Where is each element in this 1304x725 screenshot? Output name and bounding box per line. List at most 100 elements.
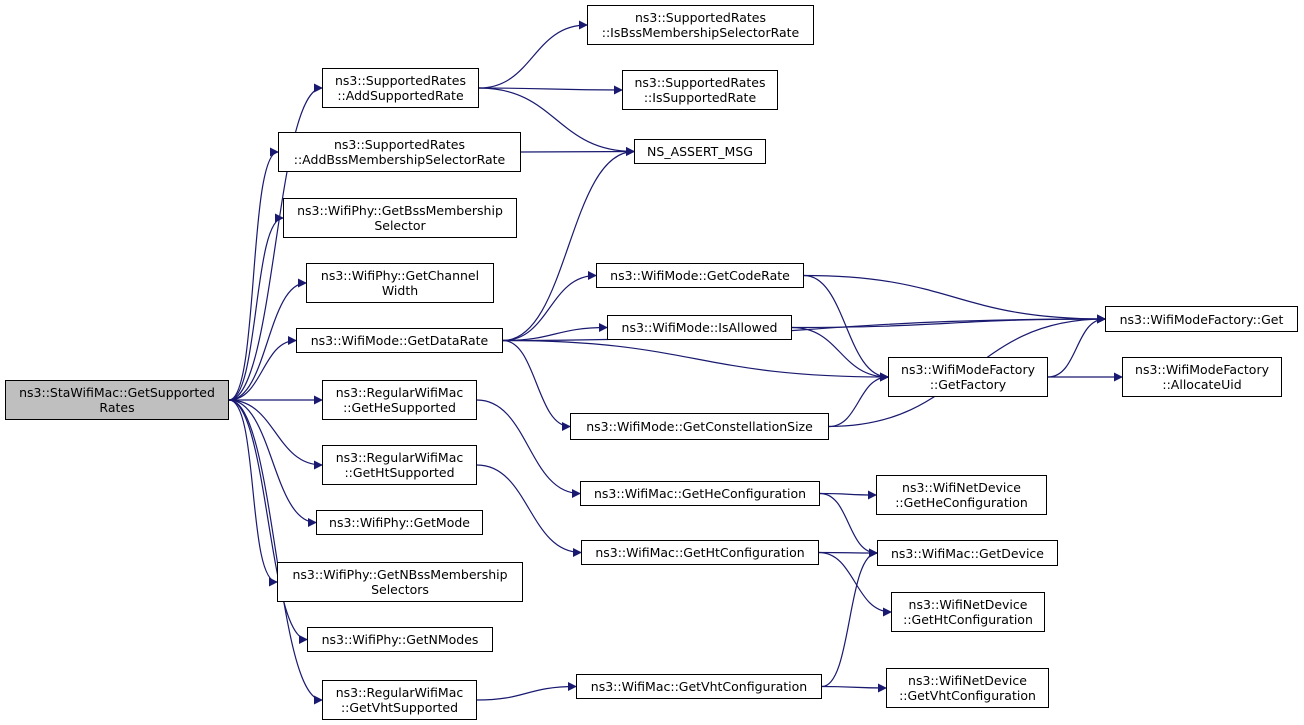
- node-label-line1: ns3::WifiMac::GetHeConfiguration: [593, 486, 807, 501]
- edge-heConf-to-getDevice: [819, 492, 878, 558]
- node-is-supported-rate[interactable]: ns3::SupportedRates ::IsSupportedRate: [622, 70, 778, 110]
- edge-addBss-to-assertMsg: [520, 147, 635, 157]
- edge-addRate-to-assertMsg: [478, 87, 635, 156]
- node-root: ns3::StaWifiMac::GetSupported Rates: [5, 380, 229, 420]
- node-is-bss-membership-selector-rate[interactable]: ns3::SupportedRates ::IsBssMembershipSel…: [587, 5, 814, 45]
- edge-dataRate-to-constSize: [502, 339, 571, 431]
- node-netdevice-get-he-configuration[interactable]: ns3::WifiNetDevice ::GetHeConfiguration: [876, 475, 1047, 515]
- edge-vhtConf-to-ndVhtConf: [821, 683, 887, 693]
- edge-root-to-getMode: [228, 399, 317, 527]
- edge-root-to-addRate: [228, 83, 323, 401]
- node-label-line1: ns3::WifiPhy::GetChannel: [320, 268, 480, 283]
- node-get-vht-configuration[interactable]: ns3::WifiMac::GetVhtConfiguration: [576, 674, 822, 699]
- edge-isAllowed-to-getFactory: [791, 326, 889, 382]
- edge-codeRate-to-getFactory: [803, 274, 889, 382]
- node-label-line1: ns3::SupportedRates: [634, 75, 766, 90]
- node-label-line1: ns3::WifiNetDevice: [908, 673, 1027, 688]
- node-label-line1: ns3::SupportedRates: [334, 73, 467, 88]
- node-label-line1: ns3::RegularWifiMac: [335, 385, 464, 400]
- node-label-line1: ns3::RegularWifiMac: [335, 685, 464, 700]
- node-label-line2: ::GetHeConfiguration: [895, 495, 1028, 510]
- edge-dataRate-to-codeRate: [502, 271, 597, 342]
- node-label-line2: ::AddSupportedRate: [337, 88, 464, 103]
- node-netdevice-get-vht-configuration[interactable]: ns3::WifiNetDevice ::GetVhtConfiguration: [886, 668, 1049, 708]
- node-get-factory[interactable]: ns3::WifiModeFactory ::GetFactory: [888, 357, 1048, 397]
- node-label-line1: ns3::RegularWifiMac: [335, 450, 464, 465]
- node-label-line1: ns3::WifiMode::GetConstellationSize: [586, 419, 813, 434]
- edge-isAllowed-to-factoryGet: [791, 314, 1106, 329]
- edge-vhtConf-to-getDevice: [821, 548, 878, 688]
- node-allocate-uid[interactable]: ns3::WifiModeFactory ::AllocateUid: [1122, 357, 1282, 397]
- node-get-n-modes[interactable]: ns3::WifiPhy::GetNModes: [307, 627, 493, 652]
- node-label-line1: ns3::WifiMac::GetVhtConfiguration: [590, 679, 808, 694]
- node-get-vht-supported[interactable]: ns3::RegularWifiMac ::GetVhtSupported: [322, 680, 477, 720]
- node-label-line1: ns3::WifiModeFactory::Get: [1119, 311, 1284, 327]
- node-label-line1: ns3::WifiModeFactory: [901, 362, 1035, 377]
- edge-vhtSup-to-vhtConf: [476, 682, 577, 701]
- node-label-line1: ns3::WifiPhy::GetMode: [329, 515, 470, 530]
- edge-constSize-to-getFactory: [828, 372, 889, 428]
- edge-root-to-nBss: [228, 399, 278, 587]
- node-get-ht-configuration[interactable]: ns3::WifiMac::GetHtConfiguration: [581, 540, 819, 565]
- node-label-line2: ::GetHtSupported: [344, 465, 455, 480]
- node-get-device[interactable]: ns3::WifiMac::GetDevice: [877, 540, 1058, 566]
- edge-root-to-htSup: [228, 399, 323, 470]
- node-label-line1: ns3::SupportedRates: [333, 137, 466, 152]
- node-label-line1: NS_ASSERT_MSG: [647, 144, 753, 159]
- node-label-line2: Rates: [99, 400, 135, 415]
- node-label-line1: ns3::WifiMode::IsAllowed: [621, 320, 778, 335]
- node-label-line1: ns3::WifiMac::GetHtConfiguration: [595, 545, 805, 560]
- node-get-data-rate[interactable]: ns3::WifiMode::GetDataRate: [296, 328, 503, 353]
- edge-codeRate-to-factoryGet: [803, 274, 1106, 324]
- edge-root-to-addBss: [228, 147, 279, 401]
- node-label-line1: ns3::WifiNetDevice: [902, 480, 1021, 495]
- node-get-he-supported[interactable]: ns3::RegularWifiMac ::GetHeSupported: [322, 380, 477, 420]
- node-label-line2: ::GetHeSupported: [343, 400, 456, 415]
- edge-root-to-nModes: [228, 399, 308, 644]
- node-get-ht-supported[interactable]: ns3::RegularWifiMac ::GetHtSupported: [322, 445, 477, 485]
- node-label-line1: ns3::WifiMode::GetCodeRate: [610, 268, 790, 283]
- node-label-line2: Selectors: [371, 582, 429, 597]
- edge-addRate-to-isBssRate: [478, 20, 588, 89]
- node-wifi-mode-factory-get[interactable]: ns3::WifiModeFactory::Get: [1105, 306, 1298, 332]
- node-label-line2: ::GetFactory: [929, 377, 1007, 392]
- node-label-line2: Selector: [374, 218, 426, 233]
- edge-root-to-chanWidth: [228, 278, 307, 401]
- node-get-n-bss-membership-selectors[interactable]: ns3::WifiPhy::GetNBssMembership Selector…: [277, 562, 523, 602]
- node-is-allowed[interactable]: ns3::WifiMode::IsAllowed: [607, 315, 792, 340]
- edge-getFactory-to-factoryGet: [1047, 314, 1106, 378]
- node-label-line1: ns3::SupportedRates: [634, 10, 767, 25]
- node-label-line2: ::GetVhtConfiguration: [899, 688, 1036, 703]
- node-label-line1: ns3::WifiPhy::GetBssMembership: [297, 203, 503, 218]
- node-get-channel-width[interactable]: ns3::WifiPhy::GetChannel Width: [306, 263, 494, 303]
- node-add-supported-rate[interactable]: ns3::SupportedRates ::AddSupportedRate: [322, 68, 479, 108]
- edge-root-to-getBssSel: [228, 213, 284, 401]
- node-ns-assert-msg[interactable]: NS_ASSERT_MSG: [634, 139, 766, 164]
- node-get-constellation-size[interactable]: ns3::WifiMode::GetConstellationSize: [570, 413, 829, 440]
- node-label-line2: ::IsBssMembershipSelectorRate: [601, 25, 800, 40]
- edge-heConf-to-ndHeConf: [819, 490, 877, 500]
- node-label-line2: ::IsSupportedRate: [643, 90, 757, 105]
- node-add-bss-membership-selector-rate[interactable]: ns3::SupportedRates ::AddBssMembershipSe…: [278, 132, 521, 172]
- node-label-line1: ns3::WifiPhy::GetNBssMembership: [292, 567, 508, 582]
- edge-dataRate-to-factoryGet: [502, 314, 1106, 342]
- node-get-code-rate[interactable]: ns3::WifiMode::GetCodeRate: [596, 263, 804, 288]
- node-get-mode[interactable]: ns3::WifiPhy::GetMode: [316, 510, 483, 535]
- edge-heSup-to-heConf: [476, 399, 581, 498]
- node-get-bss-membership-selector[interactable]: ns3::WifiPhy::GetBssMembership Selector: [283, 198, 517, 238]
- edge-dataRate-to-assertMsg: [502, 147, 635, 342]
- edge-htConf-to-ndHtConf: [818, 551, 892, 617]
- edge-htConf-to-getDevice: [818, 548, 878, 558]
- edge-dataRate-to-getFactory: [502, 339, 889, 382]
- edge-dataRate-to-isAllowed: [502, 323, 608, 342]
- node-label-line1: ns3::WifiMode::GetDataRate: [310, 333, 489, 348]
- node-label-line2: Width: [381, 283, 419, 298]
- node-label-line1: ns3::StaWifiMac::GetSupported: [19, 385, 215, 400]
- node-label-line1: ns3::WifiNetDevice: [908, 597, 1028, 612]
- node-netdevice-get-ht-configuration[interactable]: ns3::WifiNetDevice ::GetHtConfiguration: [891, 592, 1045, 632]
- node-label-line1: ns3::WifiMac::GetDevice: [890, 545, 1044, 561]
- node-label-line2: ::GetHtConfiguration: [903, 612, 1033, 627]
- node-get-he-configuration[interactable]: ns3::WifiMac::GetHeConfiguration: [580, 481, 820, 506]
